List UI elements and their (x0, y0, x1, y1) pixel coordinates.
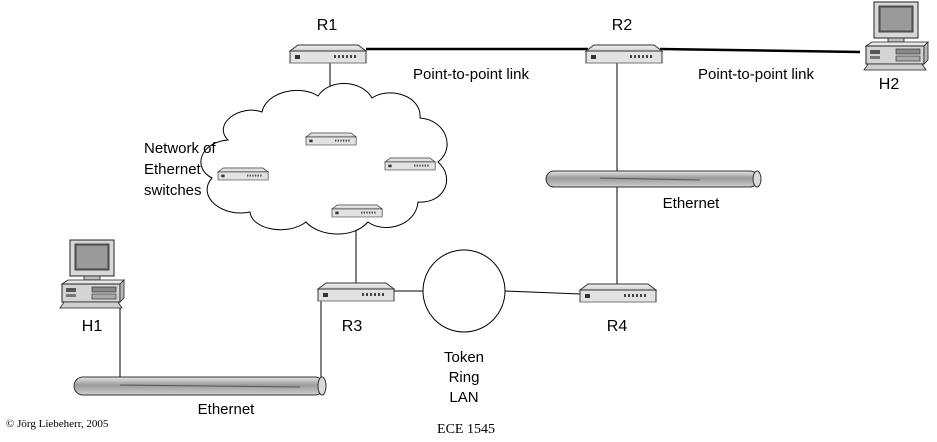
label-cloud-line2: Ethernet (144, 161, 202, 178)
router-r4 (579, 283, 657, 303)
host-h1 (59, 239, 125, 309)
host-h2 (863, 1, 929, 71)
ethernet-switch-1 (305, 132, 357, 146)
label-ethernet-right: Ethernet (663, 195, 721, 212)
ethernet-switch-4 (331, 204, 383, 218)
label-ethernet-bottom: Ethernet (198, 401, 256, 418)
label-r4: R4 (607, 318, 628, 335)
label-token-ring-line1: Token (444, 349, 484, 366)
ethernet-switch-cloud (200, 83, 448, 235)
label-p2p-link-right: Point-to-point link (698, 66, 814, 83)
label-cloud-line1: Network of (144, 140, 217, 157)
label-p2p-link-left: Point-to-point link (413, 66, 529, 83)
label-token-ring-line2: Ring (449, 369, 480, 386)
router-r3 (317, 282, 395, 302)
label-h2: H2 (879, 76, 900, 93)
ethernet-segment-bottom (73, 376, 327, 396)
label-h1: H1 (82, 318, 103, 335)
router-r1 (289, 44, 367, 64)
label-r3: R3 (342, 318, 363, 335)
course-code: ECE 1545 (437, 422, 495, 437)
label-r2: R2 (612, 17, 633, 34)
token-ring-lan (422, 249, 506, 333)
label-r1: R1 (317, 17, 338, 34)
label-token-ring-line3: LAN (449, 389, 478, 406)
label-cloud-line3: switches (144, 182, 202, 199)
ethernet-switch-2 (217, 167, 269, 181)
router-r2 (585, 44, 663, 64)
ethernet-switch-3 (384, 157, 436, 171)
ethernet-segment-right (545, 170, 762, 188)
link-ring-r4 (504, 290, 581, 295)
p2p-link-r2-h2 (659, 47, 861, 54)
copyright-text: © Jörg Liebeherr, 2005 (6, 418, 109, 430)
